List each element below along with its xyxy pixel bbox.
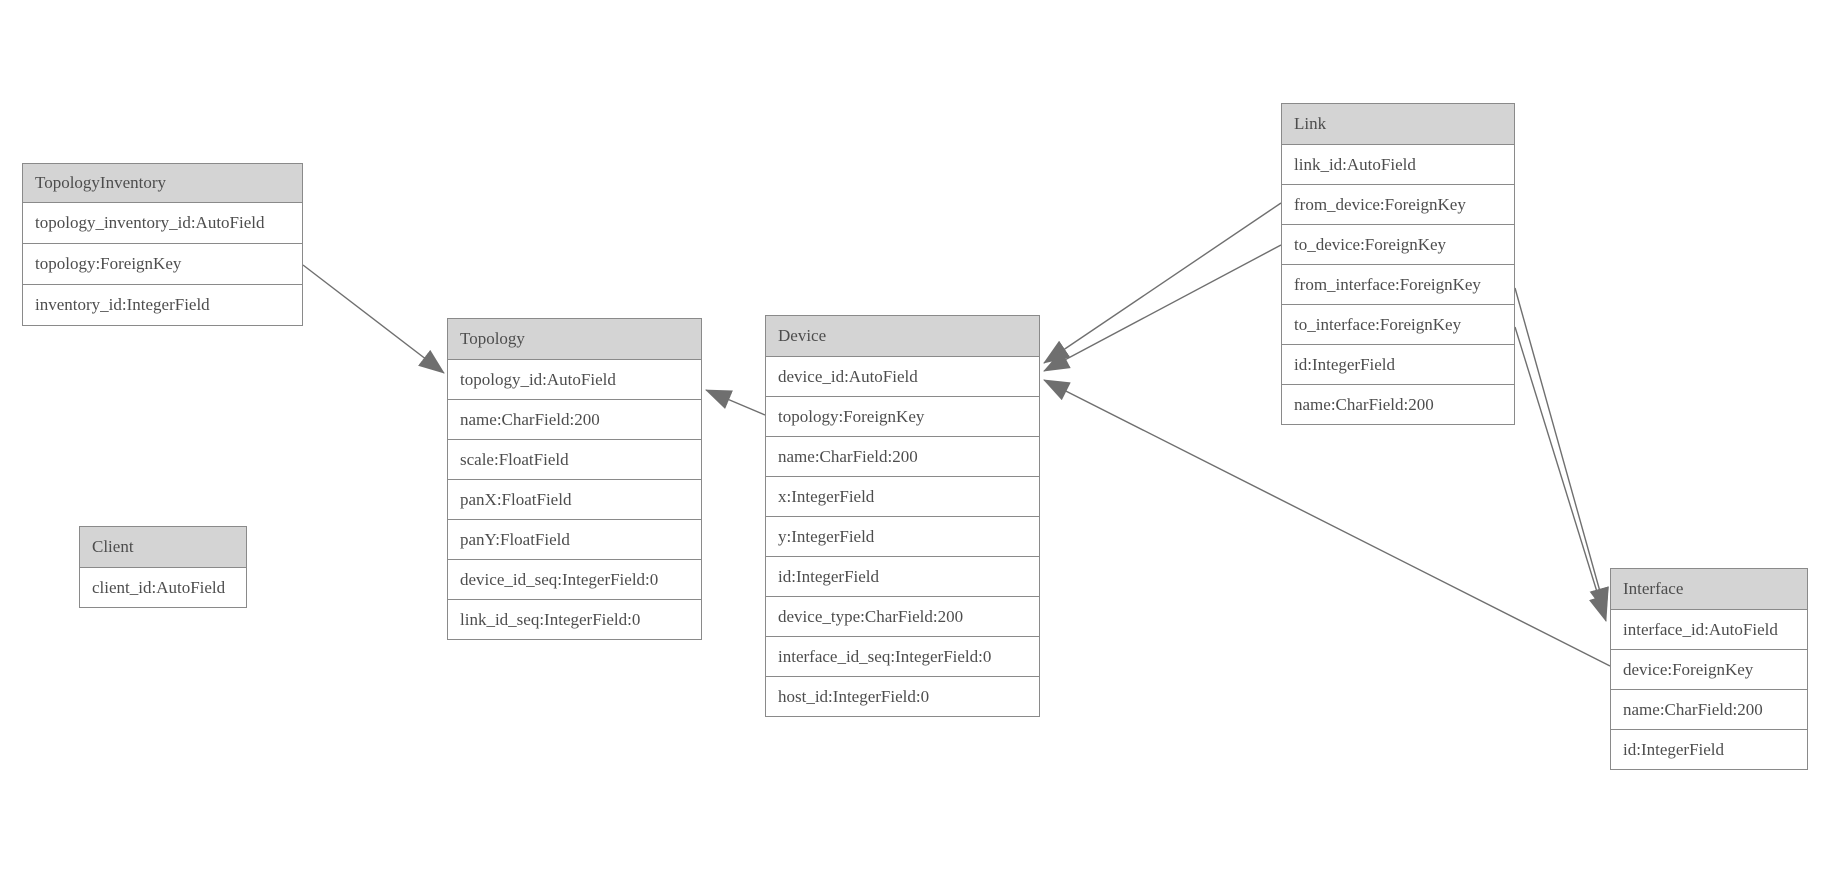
entity-field: device_id_seq:IntegerField:0 [448, 559, 701, 599]
edge-device-topology [705, 389, 766, 416]
entity-field: name:CharField:200 [448, 399, 701, 439]
entity-field: topology_id:AutoField [448, 360, 701, 399]
entity-title: Device [766, 316, 1039, 357]
entity-field: topology_inventory_id:AutoField [23, 203, 302, 243]
entity-field: panY:FloatField [448, 519, 701, 559]
entity-field: from_device:ForeignKey [1282, 184, 1514, 224]
entity-field: from_interface:ForeignKey [1282, 264, 1514, 304]
entity-field: topology:ForeignKey [23, 243, 302, 284]
edge-interface-device [1043, 379, 1611, 667]
edge-link-to_device-device [1043, 244, 1282, 372]
entity-field: interface_id_seq:IntegerField:0 [766, 636, 1039, 676]
entity-field: x:IntegerField [766, 476, 1039, 516]
entity-field: to_interface:ForeignKey [1282, 304, 1514, 344]
entity-field: id:IntegerField [766, 556, 1039, 596]
entity-field: topology:ForeignKey [766, 396, 1039, 436]
entity-field: host_id:IntegerField:0 [766, 676, 1039, 716]
edge-topologyinventory-topology [302, 264, 445, 374]
entity-field: device:ForeignKey [1611, 649, 1807, 689]
entity-field: name:CharField:200 [1282, 384, 1514, 424]
entity-field: device_id:AutoField [766, 357, 1039, 396]
entity-field: interface_id:AutoField [1611, 610, 1807, 649]
entity-field: device_type:CharField:200 [766, 596, 1039, 636]
entity-field: to_device:ForeignKey [1282, 224, 1514, 264]
entity-title: Interface [1611, 569, 1807, 610]
entity-field: id:IntegerField [1611, 729, 1807, 769]
entity-field: client_id:AutoField [80, 568, 246, 607]
entity-field: name:CharField:200 [1611, 689, 1807, 729]
entity-field: id:IntegerField [1282, 344, 1514, 384]
entity-field: y:IntegerField [766, 516, 1039, 556]
edge-link-from_interface-interface [1514, 287, 1609, 614]
entity-field: inventory_id:IntegerField [23, 284, 302, 325]
entity-field: scale:FloatField [448, 439, 701, 479]
entity-title: Client [80, 527, 246, 568]
edge-link-from_device-device [1043, 202, 1282, 364]
entity-field: link_id_seq:IntegerField:0 [448, 599, 701, 639]
edge-link-to_interface-interface [1514, 326, 1609, 622]
entity-title: Link [1282, 104, 1514, 145]
entity-title: TopologyInventory [23, 164, 302, 203]
entity-field: name:CharField:200 [766, 436, 1039, 476]
entity-title: Topology [448, 319, 701, 360]
entity-field: link_id:AutoField [1282, 145, 1514, 184]
entity-field: panX:FloatField [448, 479, 701, 519]
